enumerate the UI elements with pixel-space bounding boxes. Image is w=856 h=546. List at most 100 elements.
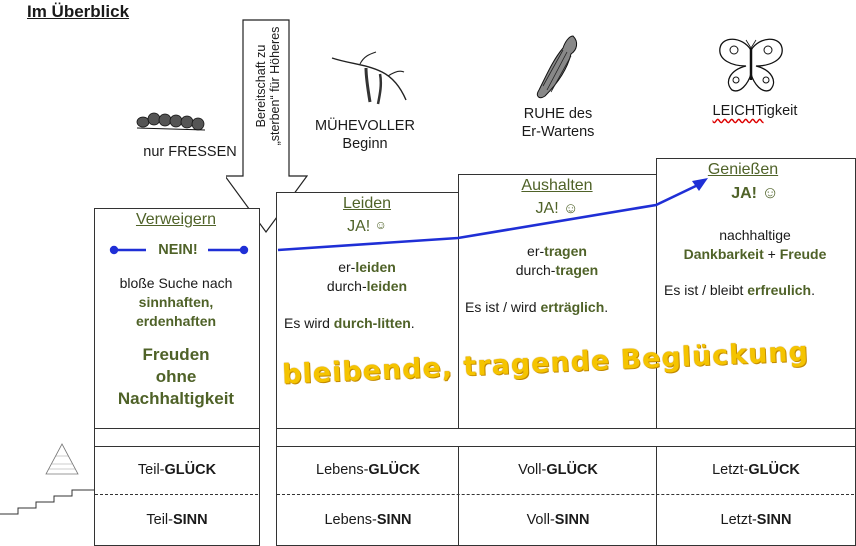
butterfly-icon — [719, 38, 783, 92]
stage-label-line: Beginn — [342, 136, 388, 152]
text-line: Freuden — [142, 345, 210, 364]
statement-geniessen: Es ist / bleibt erfreulich. — [664, 281, 815, 300]
cell-prefix: Teil- — [137, 462, 165, 478]
cell-bold: GLÜCK — [164, 462, 217, 478]
text-part: er- — [527, 243, 545, 259]
column-heading-verweigern: Verweigern — [135, 211, 217, 228]
answer-ja: JA! — [535, 200, 559, 217]
cell-bold: GLÜCK — [546, 462, 598, 478]
sinn-teil: Teil-SINN — [94, 510, 260, 530]
stage-label-prefix: LEICHT — [712, 103, 764, 119]
glueck-voll: Voll-GLÜCK — [458, 460, 658, 480]
page-title: Im Überblick — [27, 2, 130, 21]
text-part: Dankbarkeit — [683, 246, 764, 262]
answer-nein: NEIN! — [158, 242, 198, 258]
bottom-cell-voll — [458, 446, 658, 546]
answer-ja: JA! — [347, 218, 371, 235]
chrysalis-icon — [536, 35, 578, 99]
cell-prefix: Letzt- — [720, 512, 757, 528]
stage-label-line: Er-Wartens — [521, 124, 595, 140]
smiley-icon: ☺ — [563, 200, 579, 217]
caterpillar-icon — [136, 112, 206, 131]
trend-dot — [109, 245, 119, 255]
trend-arrowhead — [692, 178, 708, 191]
text-line: erdenhaften — [135, 313, 217, 329]
dashed-divider — [277, 494, 854, 495]
answer-ja-aushalten: JA! ☺ — [458, 200, 656, 218]
column-heading-geniessen: Genießen — [707, 161, 779, 178]
trend-line — [277, 182, 701, 252]
stage-label-suffix: igkeit — [763, 103, 798, 119]
column-text-leiden: er-leiden durch-leiden — [276, 258, 458, 296]
text-part: Es ist / wird — [465, 299, 541, 315]
text-part: er- — [338, 259, 356, 275]
text-part: . — [604, 299, 609, 315]
stage-label-line: MÜHEVOLLER — [315, 118, 415, 134]
smiley-icon: ☺ — [374, 218, 387, 232]
cell-bold: SINN — [756, 512, 792, 528]
text-part: . — [811, 282, 815, 298]
text-part: durch-litten — [333, 315, 411, 331]
text-part: Freude — [779, 246, 827, 262]
text-line: bloße Suche nach — [119, 275, 233, 291]
cell-bold: SINN — [554, 512, 590, 528]
glueck-lebens: Lebens-GLÜCK — [276, 460, 460, 480]
smiley-icon: ☺ — [761, 183, 779, 202]
cell-prefix: Letzt- — [712, 462, 749, 478]
column-heading-aushalten: Aushalten — [521, 177, 593, 194]
text-part: leiden — [355, 259, 396, 275]
bottom-cell-teil — [94, 446, 260, 546]
stage-label-fressen: nur FRESSEN — [143, 144, 237, 160]
cell-prefix: Voll- — [518, 462, 547, 478]
column-text-geniessen: nachhaltige Dankbarkeit + Freude — [656, 226, 854, 264]
text-part: erträglich — [540, 299, 605, 315]
text-line: sinnhaften, — [138, 294, 214, 310]
statement-aushalten: Es ist / wird erträglich. — [465, 298, 608, 317]
stage-label-line: RUHE des — [523, 106, 593, 122]
text-part: Es ist / bleibt — [664, 282, 748, 298]
cell-bold: SINN — [172, 512, 208, 528]
dashed-divider — [95, 494, 258, 495]
text-part: leiden — [366, 278, 408, 294]
text-part: erfreulich — [747, 282, 812, 298]
sinn-lebens: Lebens-SINN — [276, 510, 460, 530]
cell-bold: GLÜCK — [368, 462, 420, 478]
text-part: + — [763, 246, 780, 262]
text-line: nachhaltige — [719, 227, 791, 243]
larva-on-branch-icon — [331, 51, 407, 105]
text-line: ohne — [155, 367, 197, 386]
text-part: Es wird — [284, 315, 334, 331]
stage-label-beginn: MÜHEVOLLER Beginn — [300, 117, 430, 153]
glueck-letzt: Letzt-GLÜCK — [656, 460, 856, 480]
column-box-leiden — [276, 192, 460, 430]
sinn-voll: Voll-SINN — [458, 510, 658, 530]
text-part: durch- — [326, 278, 367, 294]
column-text-aushalten: er-tragen durch-tragen — [458, 242, 656, 280]
column-big-text: Freuden ohne Nachhaltigkeit — [94, 344, 258, 410]
pyramid-icon — [45, 443, 79, 475]
cell-prefix: Voll- — [526, 512, 555, 528]
cell-bold: SINN — [376, 512, 412, 528]
cell-prefix: Teil- — [146, 512, 173, 528]
column-heading-leiden: Leiden — [342, 195, 392, 212]
trend-dot — [239, 245, 249, 255]
sinn-letzt: Letzt-SINN — [656, 510, 856, 530]
stairs-icon — [0, 489, 94, 515]
bottom-cell-letzt — [656, 446, 856, 546]
text-part: tragen — [555, 262, 599, 278]
cell-bold: GLÜCK — [748, 462, 800, 478]
stage-label-leichtigkeit: LEICHTigkeit — [700, 102, 810, 120]
answer-ja: JA! — [731, 185, 757, 202]
column-box-verweigern — [94, 208, 260, 430]
cell-prefix: Lebens- — [316, 462, 369, 478]
stage-label-ruhe: RUHE des Er-Wartens — [500, 105, 616, 141]
text-part: tragen — [544, 243, 587, 259]
text-part: durch- — [515, 262, 556, 278]
column-box-geniessen — [656, 158, 856, 430]
answer-ja-leiden: JA! ☺ — [276, 218, 458, 236]
column-box-aushalten — [458, 174, 658, 430]
cell-prefix: Lebens- — [324, 512, 377, 528]
glueck-teil: Teil-GLÜCK — [94, 460, 260, 480]
answer-ja-geniessen: JA! ☺ — [656, 183, 854, 203]
